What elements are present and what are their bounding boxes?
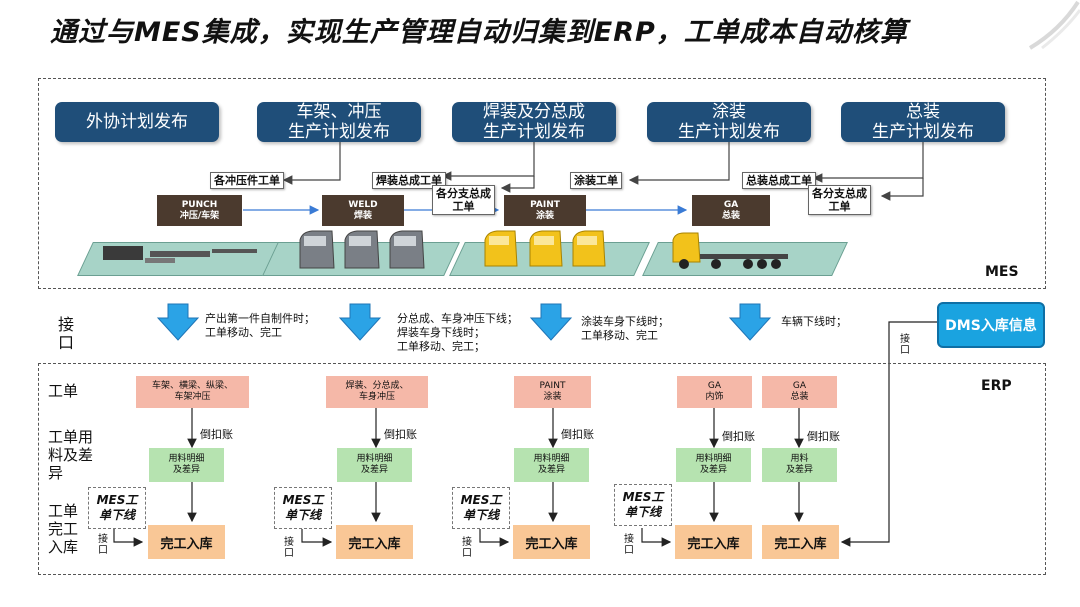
trigger-note-assembly: 车辆下线时； (781, 315, 847, 328)
decorative-swoosh-icon (1028, 0, 1080, 50)
down-arrow-icon (529, 303, 573, 341)
down-arrow-icon (728, 303, 772, 341)
row-label-completion: 工单 完工 入库 (48, 502, 79, 556)
material-variance-box: 用料明细 及差异 (337, 448, 412, 482)
mes-order-offline-box: MES工 单下线 (88, 487, 146, 529)
erp-work-order-frame: 车架、横梁、纵梁、 车架冲压 (136, 376, 249, 408)
tag-sub-assembly-orders-2: 各分支总成 工单 (808, 185, 871, 215)
row-label-work-order: 工单 (48, 382, 79, 400)
mes-label: MES (985, 264, 1019, 280)
down-arrow-icon (338, 303, 382, 341)
stamping-machine-icon (103, 246, 257, 263)
tag-weld-orders: 焊装总成工单 (372, 172, 446, 189)
station-weld-cn: 焊装 (353, 210, 372, 221)
station-paint-cn: 涂装 (535, 210, 554, 221)
erp-work-order-paint: PAINT 涂装 (514, 376, 591, 408)
plan-paint: 涂装 生产计划发布 (647, 102, 811, 142)
erp-section (38, 363, 1046, 575)
dms-interface-label: 接 口 (900, 334, 910, 356)
mes-order-offline-box: MES工 单下线 (614, 484, 672, 526)
material-variance-box: 用料 及差异 (762, 448, 837, 482)
completion-inbound-box: 完工入库 (336, 525, 413, 559)
backflush-label: 倒扣账 (384, 428, 417, 441)
erp-interface-label: 接 口 (284, 537, 294, 559)
material-variance-box: 用料明细 及差异 (514, 448, 589, 482)
erp-interface-label: 接 口 (624, 534, 634, 556)
backflush-label: 倒扣账 (807, 430, 840, 443)
station-punch-en: PUNCH (181, 199, 218, 210)
tag-final-assembly-orders: 总装总成工单 (742, 172, 816, 189)
backflush-label: 倒扣账 (722, 430, 755, 443)
backflush-label: 倒扣账 (561, 428, 594, 441)
completion-inbound-box: 完工入库 (675, 525, 752, 559)
erp-interface-label: 接 口 (98, 534, 108, 556)
trigger-note-weld: 分总成、车身冲压下线； 焊装车身下线时； 工单移动、完工； (397, 312, 518, 353)
material-variance-box: 用料明细 及差异 (149, 448, 224, 482)
down-arrow-icon (156, 303, 200, 341)
row-label-material-variance: 工单用 料及差 异 (48, 428, 94, 482)
erp-work-order-ga-interior: GA 内饰 (677, 376, 752, 408)
tag-sub-assembly-orders: 各分支总成 工单 (432, 185, 495, 215)
mes-order-offline-box: MES工 单下线 (452, 487, 510, 529)
interface-label: 接 口 (58, 315, 75, 352)
trigger-note-stamping: 产出第一件自制件时； 工单移动、完工 (205, 312, 315, 339)
station-ga-cn: 总装 (721, 210, 740, 221)
mes-section (38, 78, 1046, 289)
completion-inbound-box: 完工入库 (513, 525, 590, 559)
completion-inbound-box: 完工入库 (148, 525, 225, 559)
page-title: 通过与MES集成，实现生产管理自动归集到ERP，工单成本自动核算 (50, 17, 908, 48)
plan-weld-subassembly: 焊装及分总成 生产计划发布 (452, 102, 616, 142)
trigger-note-paint: 涂装车身下线时； 工单移动、完工 (581, 315, 669, 342)
tag-paint-orders: 涂装工单 (570, 172, 622, 189)
station-ga-en: GA (723, 199, 739, 210)
erp-work-order-ga-assembly: GA 总装 (762, 376, 837, 408)
station-paint-en: PAINT (530, 199, 560, 210)
completion-inbound-box: 完工入库 (762, 525, 839, 559)
material-variance-box: 用料明细 及差异 (676, 448, 751, 482)
plan-frame-stamping: 车架、冲压 生产计划发布 (257, 102, 421, 142)
truck-icon (672, 232, 788, 269)
plan-outsourcing: 外协计划发布 (55, 102, 219, 142)
station-weld-en: WELD (348, 199, 378, 210)
tag-stamping-orders: 各冲压件工单 (210, 172, 284, 189)
erp-interface-label: 接 口 (462, 537, 472, 559)
backflush-label: 倒扣账 (200, 428, 233, 441)
dms-inbound-info: DMS入库信息 (937, 302, 1045, 348)
mes-order-offline-box: MES工 单下线 (274, 487, 332, 529)
station-punch-cn: 冲压/车架 (179, 210, 220, 221)
erp-work-order-weld: 焊装、分总成、 车身冲压 (326, 376, 428, 408)
erp-label: ERP (981, 378, 1012, 394)
plan-final-assembly: 总装 生产计划发布 (841, 102, 1005, 142)
